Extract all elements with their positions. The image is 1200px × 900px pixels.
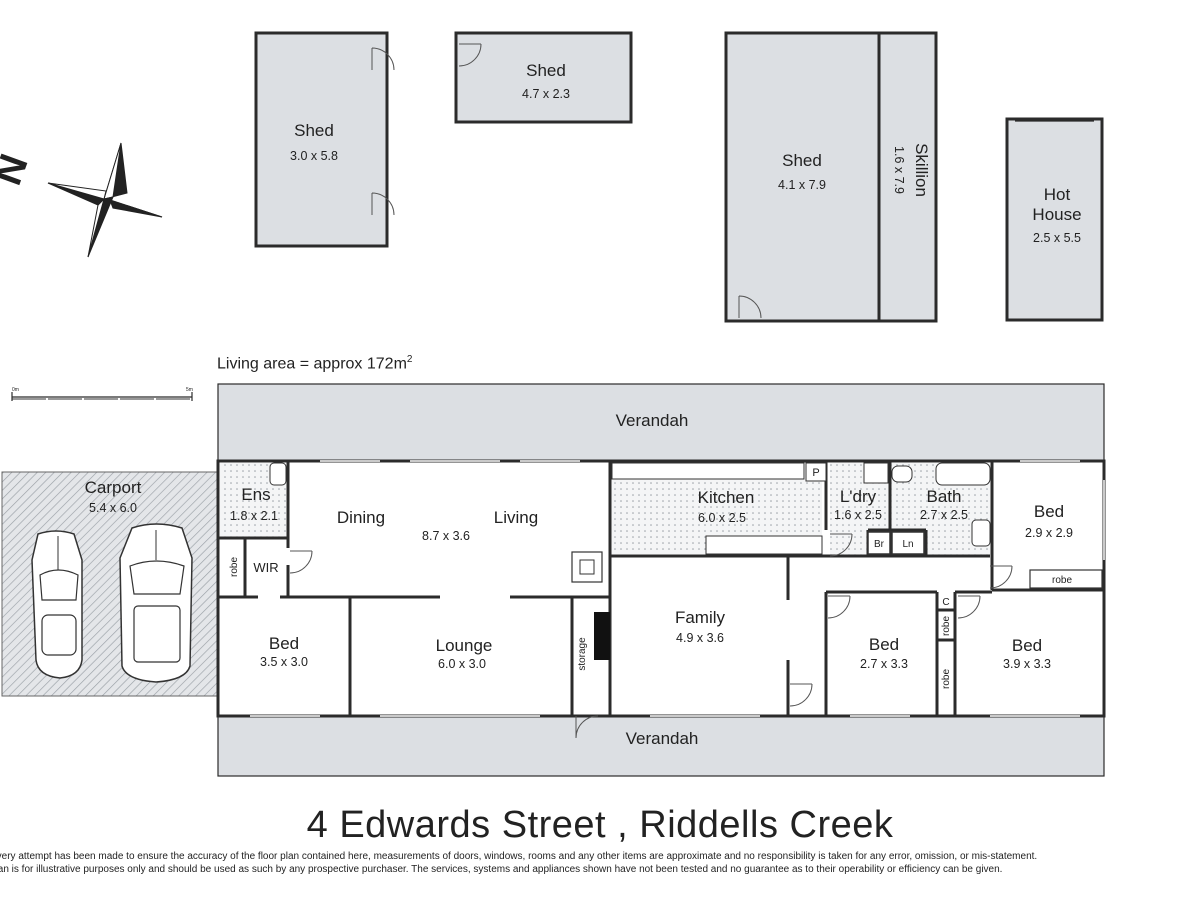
door-icon (575, 715, 599, 739)
robe-wir-label: robe (229, 557, 240, 577)
hot-house-name-line1: Hot (1044, 185, 1071, 204)
bed-se-name: Bed (1012, 636, 1042, 655)
shed-c-dims: 4.1 x 7.9 (778, 178, 826, 192)
shed-a-dims: 3.0 x 5.8 (290, 149, 338, 163)
bed-se-dims: 3.9 x 3.3 (1003, 657, 1051, 671)
robe-mid-label: robe (941, 616, 952, 636)
robe-bed-ne-label: robe (1052, 575, 1072, 586)
door-icon (371, 47, 395, 71)
shed-c-name: Shed (782, 151, 822, 170)
laundry-name: L'dry (840, 487, 877, 506)
carport: Carport 5.4 x 6.0 (1, 471, 219, 697)
pantry-label: P (812, 467, 819, 479)
hot-house-dims: 2.5 x 5.5 (1033, 231, 1081, 245)
door-icon (458, 43, 482, 67)
toilet-icon (269, 462, 287, 486)
toilet-icon (891, 465, 913, 483)
shed-b-name: Shed (526, 61, 566, 80)
lounge-name: Lounge (436, 636, 493, 655)
property-address: 4 Edwards Street , Riddells Creek (306, 804, 894, 846)
bath-dims: 2.7 x 2.5 (920, 508, 968, 522)
living-area-label: Living area = approx 172m2 (217, 354, 412, 373)
scale-bar: 0m 5m (11, 387, 193, 401)
car-icon (119, 523, 193, 683)
carport-dims: 5.4 x 6.0 (89, 501, 137, 515)
laundry-dims: 1.6 x 2.5 (834, 508, 882, 522)
living-name: Living (494, 508, 538, 527)
verandah-top-label: Verandah (616, 411, 689, 430)
bed-mid-dims: 2.7 x 3.3 (860, 657, 908, 671)
living-area-superscript: 2 (406, 354, 413, 365)
bathtub-icon (935, 462, 991, 486)
ensuite-name: Ens (241, 485, 270, 504)
cupboard-label: C (942, 597, 949, 608)
compass-rose-icon: N (0, 142, 163, 258)
kitchen-dims: 6.0 x 2.5 (698, 511, 746, 525)
bath-fixtures (269, 462, 991, 547)
wir-label: WIR (253, 560, 278, 575)
verandah-bottom: Verandah (217, 715, 1105, 777)
living-dims: 8.7 x 3.6 (422, 529, 470, 543)
door-icon (957, 595, 981, 619)
room-labels: Ens 1.8 x 2.1 Dining Living 8.7 x 3.6 Ki… (229, 485, 1073, 689)
disclaimer-line-2: plan is for illustrative purposes only a… (0, 864, 1003, 875)
heater-icon (571, 551, 603, 583)
ensuite-dims: 1.8 x 2.1 (230, 509, 278, 523)
disclaimer: Every attempt has been made to ensure th… (0, 850, 1200, 876)
interior-walls (218, 461, 1104, 716)
disclaimer-line-1: Every attempt has been made to ensure th… (0, 851, 1038, 862)
bed-ne-name: Bed (1034, 502, 1064, 521)
skillion: Skillion 1.6 x 7.9 (877, 31, 938, 323)
skillion-dims: 1.6 x 7.9 (892, 146, 906, 194)
shed-a: Shed 3.0 x 5.8 (254, 31, 395, 248)
robe-se-label: robe (941, 669, 952, 689)
door-icon (789, 683, 813, 707)
small-cupboards: Br Ln robe (867, 531, 1103, 589)
trough-icon (863, 462, 889, 484)
kitchen-name: Kitchen (698, 488, 755, 507)
door-icon (371, 192, 395, 216)
door-icon (289, 550, 313, 574)
linen-cupboard-label: Ln (902, 539, 913, 550)
shed-c: Shed 4.1 x 7.9 (724, 31, 881, 323)
verandah-bottom-label: Verandah (626, 729, 699, 748)
door-icon (827, 595, 851, 619)
living-area-text: Living area = approx 172m (217, 355, 407, 373)
bath-name: Bath (927, 487, 962, 506)
bed-mid-name: Bed (869, 635, 899, 654)
scale-end-label: 5m (186, 387, 193, 393)
basin-icon (971, 519, 991, 547)
family-name: Family (675, 608, 726, 627)
hot-house-name-line2: House (1032, 205, 1081, 224)
bed-sw-name: Bed (269, 634, 299, 653)
verandah-top: Verandah (217, 383, 1105, 462)
door-icon (738, 295, 762, 319)
skillion-name: Skillion (912, 143, 931, 197)
compass-north-label: N (0, 149, 37, 191)
door-icon (829, 533, 853, 557)
kitchen-fixtures: P (571, 462, 827, 660)
fireplace-icon (594, 612, 610, 660)
lounge-dims: 6.0 x 3.0 (438, 657, 486, 671)
broom-cupboard-label: Br (874, 539, 885, 550)
doors (289, 533, 1013, 739)
shed-a-name: Shed (294, 121, 334, 140)
dining-name: Dining (337, 508, 385, 527)
car-icon (31, 530, 83, 679)
storage-label: storage (577, 637, 588, 671)
windows (250, 460, 1105, 717)
shed-b-dims: 4.7 x 2.3 (522, 87, 570, 101)
bed-sw-dims: 3.5 x 3.0 (260, 655, 308, 669)
door-icon (989, 565, 1013, 589)
carport-name: Carport (85, 478, 142, 497)
bed-ne-dims: 2.9 x 2.9 (1025, 526, 1073, 540)
family-dims: 4.9 x 3.6 (676, 631, 724, 645)
scale-start-label: 0m (12, 387, 19, 393)
hot-house: Hot House 2.5 x 5.5 (1005, 117, 1104, 322)
shed-b: Shed 4.7 x 2.3 (454, 31, 633, 124)
